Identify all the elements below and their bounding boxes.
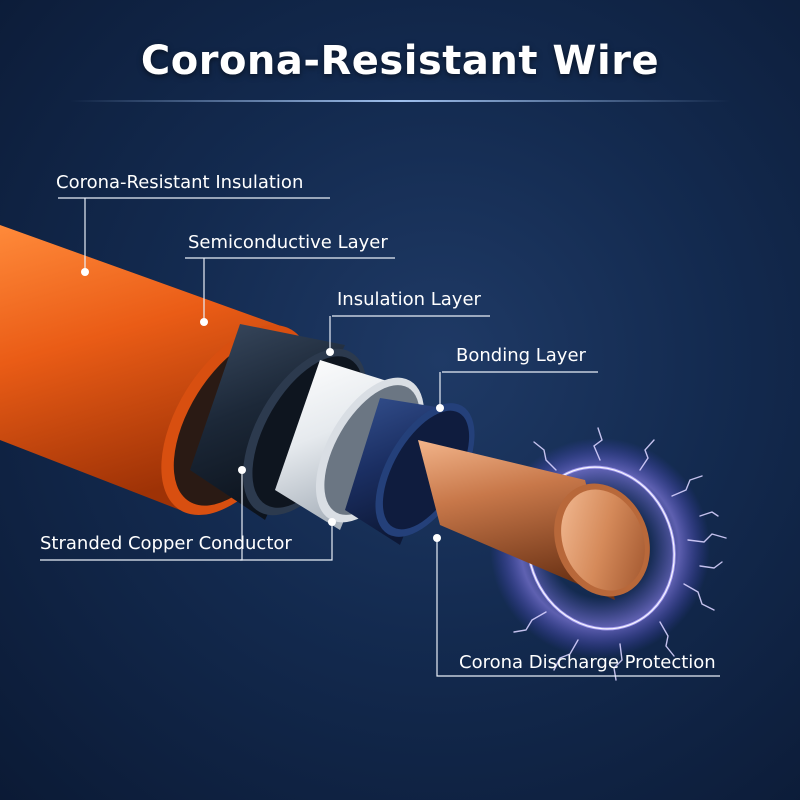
leader-dots [81, 268, 444, 542]
label-semiconductive-layer: Semiconductive Layer [188, 232, 388, 253]
label-corona-resistant-insulation: Corona-Resistant Insulation [56, 172, 304, 193]
title-underline [70, 100, 730, 102]
label-insulation-layer: Insulation Layer [337, 289, 481, 310]
page-title: Corona-Resistant Wire [140, 38, 660, 84]
label-bonding-layer: Bonding Layer [456, 345, 586, 366]
copper-conductor [418, 440, 650, 600]
leader-lines [40, 197, 720, 677]
label-corona-discharge-protection: Corona Discharge Protection [459, 652, 716, 673]
label-stranded-copper-conductor: Stranded Copper Conductor [40, 533, 292, 554]
